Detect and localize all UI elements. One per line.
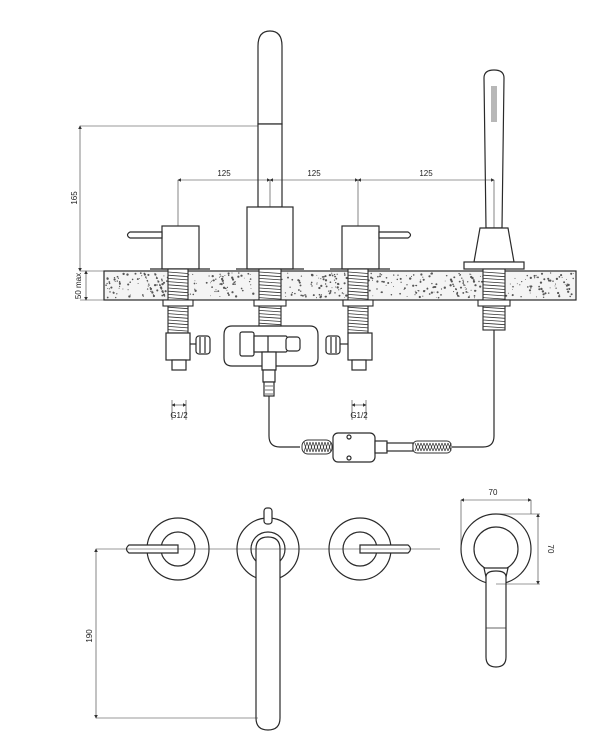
dim-label-thread-right: G1/2 [350, 411, 368, 420]
dim-label-handset-depth: 70 [546, 545, 555, 554]
elevation-view: 125 125 125 165 50 max G1/2 G1/2 [70, 30, 577, 463]
dimension-handset-depth: 70 [496, 513, 555, 585]
dim-label-thread-left: G1/2 [170, 411, 188, 420]
plan-view: 190 70 70 [85, 488, 555, 731]
dim-label-spout-height: 165 [70, 191, 79, 205]
threaded-shanks [162, 268, 511, 334]
dimension-height: 165 [70, 125, 258, 272]
shank-3 [342, 268, 374, 334]
dim-label-deck-thickness: 50 max [74, 273, 83, 299]
dim-label-handset-width: 70 [489, 488, 498, 497]
shank-4 [477, 268, 511, 331]
left-valve [126, 225, 210, 270]
plan-spout [236, 507, 300, 731]
plan-handshower [460, 513, 532, 668]
dimension-handset-width: 70 [460, 488, 532, 549]
dim-label-spacing-2: 125 [307, 169, 321, 178]
left-under-valve [165, 332, 211, 371]
dim-label-spacing-3: 125 [419, 169, 433, 178]
dimension-spacing: 125 125 125 [177, 169, 495, 228]
hose-knurl-2 [414, 442, 452, 452]
right-under-valve [325, 332, 373, 371]
spout [236, 30, 304, 270]
dimension-deck: 50 max [74, 270, 104, 301]
right-valve [330, 225, 412, 270]
shank-2 [253, 268, 287, 327]
shower-hose [268, 330, 495, 463]
dimension-reach: 190 [85, 548, 258, 719]
dim-label-spacing-1: 125 [217, 169, 231, 178]
dimension-threads: G1/2 G1/2 [170, 400, 368, 420]
handshower [463, 69, 525, 270]
dim-label-spout-reach: 190 [85, 629, 94, 643]
diverter-body [223, 325, 319, 397]
hose-knurl [303, 441, 332, 453]
shank-1 [162, 268, 194, 334]
